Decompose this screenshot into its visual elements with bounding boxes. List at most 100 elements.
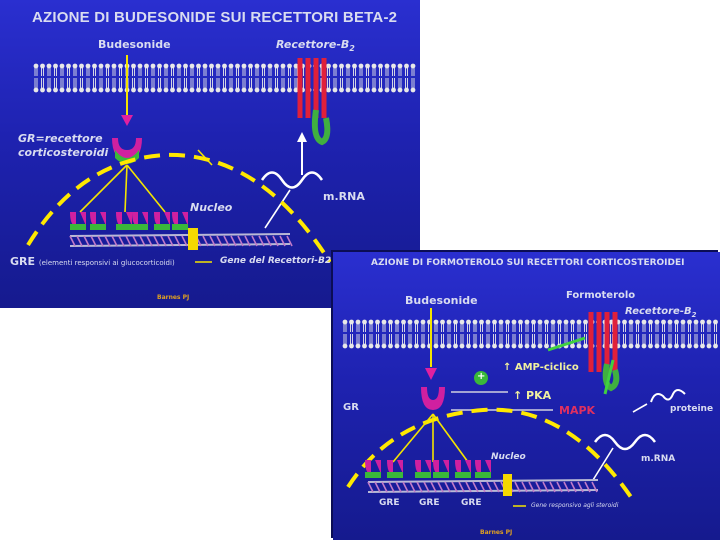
lipid-head: [40, 87, 45, 93]
budesonide-molecule: [425, 368, 437, 380]
gre-label-text: GRE: [10, 255, 36, 268]
budesonide-label: Budesonide: [405, 294, 478, 307]
gr-dimer-base: [365, 472, 381, 478]
gr-monomer: [70, 212, 76, 226]
lipid-head: [228, 87, 234, 93]
dna-rung: [69, 235, 76, 247]
lipid-head: [293, 63, 299, 69]
lipid-head: [622, 343, 627, 349]
dna-rung: [251, 235, 258, 247]
lipid-head: [648, 319, 653, 325]
gr-dimer-base: [455, 472, 471, 478]
lipid-head: [401, 343, 406, 349]
lipid-head: [358, 63, 364, 69]
lipid-head: [410, 63, 416, 69]
gr-monomer: [455, 460, 461, 474]
lipid-head: [196, 63, 201, 69]
nucleus-label: Nucleo: [491, 452, 526, 462]
gr-dimer-base: [116, 224, 132, 230]
lipid-head: [248, 87, 253, 93]
mrna-label: m.RNA: [323, 190, 365, 203]
lipid-head: [267, 63, 273, 69]
lipid-head: [680, 343, 686, 349]
dna-rung: [472, 481, 479, 493]
lipid-head: [661, 343, 666, 349]
lipid-head: [570, 343, 575, 349]
gr-monomer: [154, 212, 160, 226]
dna-rung: [237, 235, 244, 247]
gr-monomer: [132, 212, 138, 226]
lipid-head: [479, 319, 484, 325]
lipid-head: [544, 319, 549, 325]
lipid-head: [635, 319, 640, 325]
mrna-strand: [260, 171, 324, 189]
dna-strand: [367, 479, 599, 493]
lipid-head: [680, 319, 686, 325]
lipid-head: [485, 319, 491, 325]
lipid-head: [368, 319, 374, 325]
gr-dimer-base: [172, 224, 188, 230]
lipid-head: [254, 63, 260, 69]
lipid-head: [241, 87, 247, 93]
lipid-head: [446, 319, 452, 325]
dna-rung: [430, 481, 437, 493]
gr-dimers: [70, 212, 188, 230]
lipid-head: [531, 343, 536, 349]
signal-arrows: [547, 336, 615, 395]
gr-monomer: [164, 212, 170, 226]
lipid-head: [518, 343, 523, 349]
lipid-head: [524, 319, 530, 325]
lipid-head: [105, 63, 110, 69]
lipid-head: [414, 343, 419, 349]
lipid-head: [550, 319, 556, 325]
gr-monomer: [397, 460, 403, 474]
lipid-head: [118, 87, 123, 93]
dna-rung: [132, 235, 139, 247]
gr-dimer-base: [70, 224, 86, 230]
lipid-head: [570, 319, 575, 325]
top-title: AZIONE DI BUDESONIDE SUI RECETTORI BETA-…: [32, 9, 398, 26]
dna-rung: [549, 481, 556, 493]
lipid-head: [511, 343, 517, 349]
dna-rung: [451, 481, 458, 493]
gr-dimer-base: [415, 472, 431, 478]
gr-monomer: [182, 212, 188, 226]
lipid-head: [280, 63, 286, 69]
dna-rung: [83, 235, 90, 247]
lipid-head: [472, 319, 478, 325]
dna-rung: [216, 235, 223, 247]
lipid-head: [241, 63, 247, 69]
nucleus-label: Nucleo: [190, 201, 233, 214]
lipid-head: [384, 87, 390, 93]
dna-rung: [514, 481, 521, 493]
lipid-head: [420, 343, 426, 349]
lipid-head: [622, 319, 627, 325]
lipid-head: [170, 87, 175, 93]
lipid-head: [339, 87, 344, 93]
gr-monomer: [443, 460, 449, 474]
lipid-head: [150, 87, 156, 93]
lipid-head: [355, 319, 361, 325]
gre-label-1: GRE: [379, 498, 400, 508]
dna-rung: [279, 235, 286, 247]
lipid-head: [254, 87, 260, 93]
lipid-head: [85, 87, 91, 93]
proteins-label: proteine: [670, 404, 714, 414]
lipid-head: [92, 87, 97, 93]
lipid-head: [563, 319, 569, 325]
lipid-head: [388, 343, 393, 349]
lipid-head: [287, 63, 292, 69]
dna-rung: [265, 235, 272, 247]
lipid-head: [332, 63, 338, 69]
lipid-head: [222, 63, 227, 69]
transcription-arrow: [264, 189, 291, 229]
gr-monomer: [142, 212, 148, 226]
lipid-head: [345, 63, 351, 69]
dna-rung: [153, 235, 160, 247]
formoterol-label: Formoterolo: [566, 290, 636, 301]
lipid-head: [466, 319, 471, 325]
lipid-head: [33, 87, 39, 93]
gr-dimers: [365, 460, 491, 478]
lipid-head: [202, 87, 208, 93]
lipid-head: [163, 87, 169, 93]
